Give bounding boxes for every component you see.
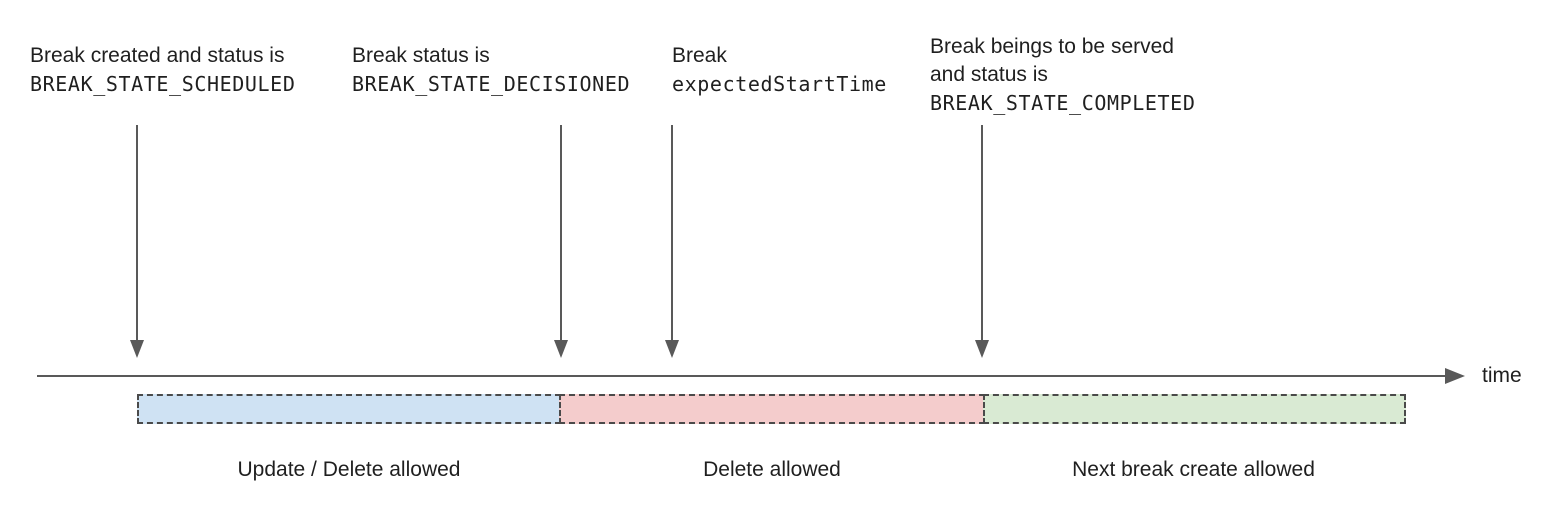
annotation-completed: Break beings to be served and status is … xyxy=(930,33,1195,117)
segment-label-update-delete-allowed: Update / Delete allowed xyxy=(237,458,461,481)
time-axis-line xyxy=(37,375,1445,377)
annotation-decisioned: Break status is BREAK_STATE_DECISIONED xyxy=(352,42,630,98)
down-arrow-completed xyxy=(975,125,989,358)
time-axis-arrowhead-icon xyxy=(1445,368,1465,384)
segment-label-delete-allowed: Delete allowed xyxy=(703,458,841,481)
segment-next-break-create-allowed xyxy=(983,394,1406,424)
annotation-completed-text-2: and status is xyxy=(930,63,1048,86)
down-arrow-expected-start xyxy=(665,125,679,358)
down-arrow-scheduled xyxy=(130,125,144,358)
time-axis-label: time xyxy=(1482,364,1522,387)
annotation-completed-code: BREAK_STATE_COMPLETED xyxy=(930,91,1196,115)
down-arrow-decisioned xyxy=(554,125,568,358)
annotation-scheduled-code: BREAK_STATE_SCHEDULED xyxy=(30,72,296,96)
segment-update-delete-allowed xyxy=(137,394,561,424)
annotation-completed-text-1: Break beings to be served xyxy=(930,35,1174,58)
annotation-decisioned-text: Break status is xyxy=(352,44,490,67)
annotation-scheduled: Break created and status is BREAK_STATE_… xyxy=(30,42,295,98)
annotation-decisioned-code: BREAK_STATE_DECISIONED xyxy=(352,72,631,96)
annotation-scheduled-text: Break created and status is xyxy=(30,44,285,67)
segment-delete-allowed xyxy=(559,394,985,424)
annotation-expected-start: Break expectedStartTime xyxy=(672,42,887,98)
annotation-expected-start-text: Break xyxy=(672,44,727,67)
segment-label-next-break-create-allowed: Next break create allowed xyxy=(1072,458,1315,481)
annotation-expected-start-code: expectedStartTime xyxy=(672,72,887,96)
